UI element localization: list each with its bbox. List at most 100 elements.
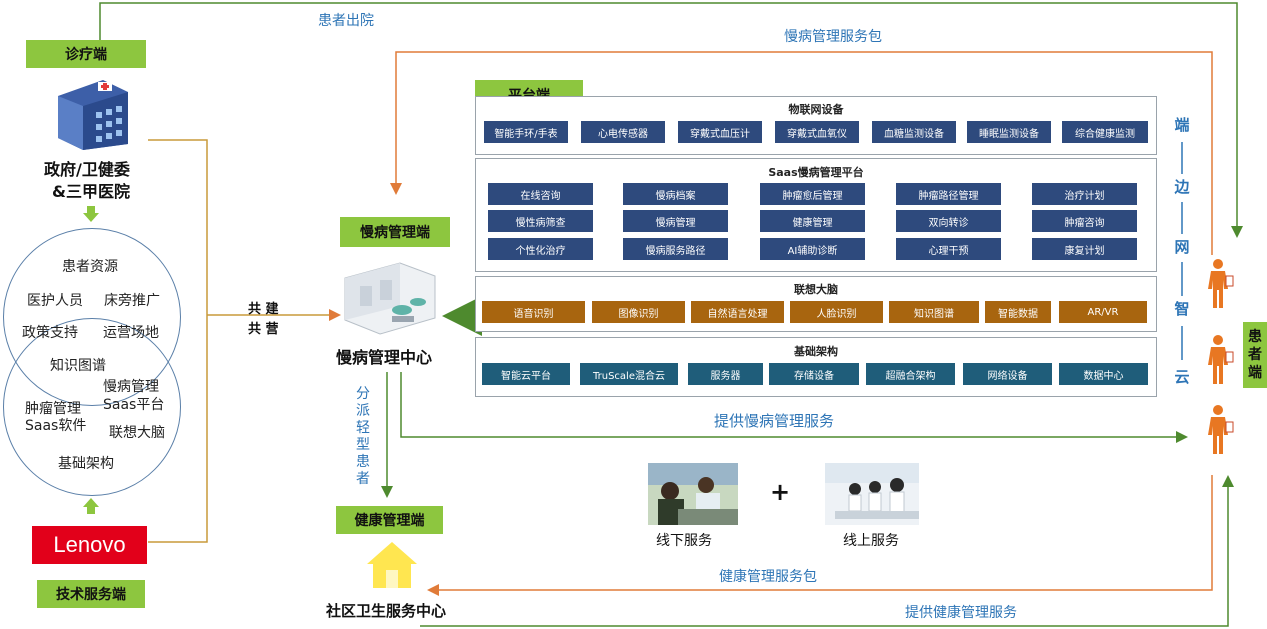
iot-title: 物联网设备: [788, 103, 844, 116]
infra-title: 基础架构: [794, 345, 838, 358]
online-service-photo: [825, 463, 919, 525]
brain-chip: 知识图谱: [889, 301, 979, 323]
patient-tag-char: 端: [1248, 365, 1262, 381]
iot-chip: 综合健康监测: [1062, 121, 1148, 143]
offline-service-photo: [648, 463, 738, 525]
brain-chip: 人脸识别: [790, 301, 883, 323]
edge-cloud-char: 边: [1174, 178, 1190, 196]
saas-chip: 肿瘤愈后管理: [760, 183, 865, 205]
venn-circle-bottom: [3, 318, 181, 496]
discharge-label: 患者出院: [318, 13, 374, 29]
saas-chip: 双向转诊: [896, 210, 1001, 232]
brain-chip: 语音识别: [482, 301, 585, 323]
venn-item: Saas软件: [25, 418, 87, 434]
chronic-center-name: 慢病管理中心: [336, 348, 433, 367]
infra-chip: 网络设备: [963, 363, 1052, 385]
saas-chip: 治疗计划: [1032, 183, 1137, 205]
saas-chip: 慢病服务路径: [623, 238, 728, 260]
cobuild-label-2: 共 营: [248, 322, 279, 337]
health-package-label: 健康管理服务包: [719, 569, 817, 585]
iot-chip: 穿戴式血氧仪: [775, 121, 859, 143]
clinic-tag: 诊疗端: [26, 40, 146, 68]
patient-tag-char: 者: [1248, 347, 1262, 363]
edge-cloud-char: 云: [1174, 368, 1190, 386]
saas-chip: 肿瘤咨询: [1032, 210, 1137, 232]
edge-cloud-char: 端: [1174, 116, 1190, 134]
saas-chip: 慢病档案: [623, 183, 728, 205]
iot-chip: 穿戴式血压计: [678, 121, 762, 143]
venn-item: 慢病管理: [103, 379, 159, 395]
clinic-room-icon: [344, 262, 436, 335]
brain-chip: AR/VR: [1059, 301, 1147, 323]
venn-item: 运营场地: [103, 325, 159, 341]
iot-chip: 心电传感器: [581, 121, 665, 143]
patient-icon: [1208, 405, 1234, 454]
infra-chip: 服务器: [688, 363, 763, 385]
infra-section: 基础架构 智能云平台 TruScale混合云 服务器 存储设备 超融合架构 网络…: [475, 337, 1157, 397]
venn-item: 肿瘤管理: [25, 401, 81, 417]
saas-chip: 健康管理: [760, 210, 865, 232]
venn-item: 知识图谱: [50, 358, 106, 374]
venn-item: 患者资源: [62, 259, 118, 275]
saas-chip: 慢病管理: [623, 210, 728, 232]
home-icon: [367, 542, 417, 588]
iot-section: 物联网设备 智能手环/手表 心电传感器 穿戴式血压计 穿戴式血氧仪 血糖监测设备…: [475, 96, 1157, 155]
hospital-icon: [58, 80, 128, 150]
down-arrow-icon: [83, 206, 99, 222]
saas-chip: AI辅助诊断: [760, 238, 865, 260]
infra-chip: TruScale混合云: [580, 363, 678, 385]
community-center-name: 社区卫生服务中心: [326, 602, 447, 620]
infra-chip: 超融合架构: [866, 363, 955, 385]
patient-icon: [1208, 259, 1234, 308]
venn-item: 政策支持: [22, 325, 78, 341]
cobuild-line-bottom: [148, 315, 208, 543]
infra-chip: 存储设备: [769, 363, 859, 385]
brain-title: 联想大脑: [794, 283, 838, 296]
venn-item: 床旁推广: [104, 293, 160, 309]
edge-cloud-char: 网: [1174, 238, 1190, 256]
saas-title: Saas慢病管理平台: [768, 166, 864, 179]
chronic-package-line: [390, 51, 1213, 255]
chronic-mgmt-tag: 慢病管理端: [340, 217, 450, 247]
infra-chip: 数据中心: [1059, 363, 1148, 385]
gov-line-1: 政府/卫健委: [44, 160, 130, 179]
saas-chip: 康复计划: [1032, 238, 1137, 260]
health-package-line: [427, 475, 1213, 596]
lenovo-logo: Lenovo: [32, 526, 147, 564]
saas-chip: 心理干预: [896, 238, 1001, 260]
provide-chronic-line: [400, 372, 1188, 443]
patient-icon: [1208, 335, 1234, 384]
provide-health-label: 提供健康管理服务: [905, 605, 1017, 621]
cobuild-label-1: 共 建: [248, 302, 279, 317]
discharge-line: [99, 2, 1243, 238]
iot-chip: 智能手环/手表: [484, 121, 568, 143]
gov-line-2: &三甲医院: [52, 182, 130, 201]
edge-cloud-char: 智: [1174, 300, 1190, 318]
tech-service-tag: 技术服务端: [37, 580, 145, 608]
iot-chip: 血糖监测设备: [872, 121, 956, 143]
dispatch-label: 分派轻型患者: [356, 386, 370, 487]
venn-item: 联想大脑: [109, 425, 165, 441]
plus-sign: +: [770, 478, 791, 506]
saas-section: Saas慢病管理平台 在线咨询 慢病档案 肿瘤愈后管理 肿瘤路径管理 治疗计划 …: [475, 158, 1157, 272]
brain-chip: 自然语言处理: [691, 301, 784, 323]
venn-item: Saas平台: [103, 397, 165, 413]
saas-chip: 慢性病筛查: [488, 210, 593, 232]
brain-section: 联想大脑 语音识别 图像识别 自然语言处理 人脸识别 知识图谱 智能数据 AR/…: [475, 276, 1157, 332]
provide-chronic-label: 提供慢病管理服务: [714, 412, 835, 430]
venn-item: 基础架构: [58, 456, 114, 472]
iot-chip: 睡眠监测设备: [967, 121, 1051, 143]
patient-tag: 患者端: [1243, 322, 1267, 388]
provide-health-line: [420, 475, 1234, 627]
venn-item: 医护人员: [27, 293, 83, 309]
saas-chip: 肿瘤路径管理: [896, 183, 1001, 205]
offline-service-label: 线下服务: [656, 533, 712, 549]
cobuild-line-top: [148, 139, 208, 315]
patient-tag-char: 患: [1248, 329, 1262, 345]
up-arrow-icon: [83, 498, 99, 514]
health-mgmt-tag: 健康管理端: [336, 506, 443, 534]
online-service-label: 线上服务: [843, 533, 899, 549]
chronic-package-label: 慢病管理服务包: [784, 29, 882, 45]
brain-chip: 图像识别: [592, 301, 685, 323]
